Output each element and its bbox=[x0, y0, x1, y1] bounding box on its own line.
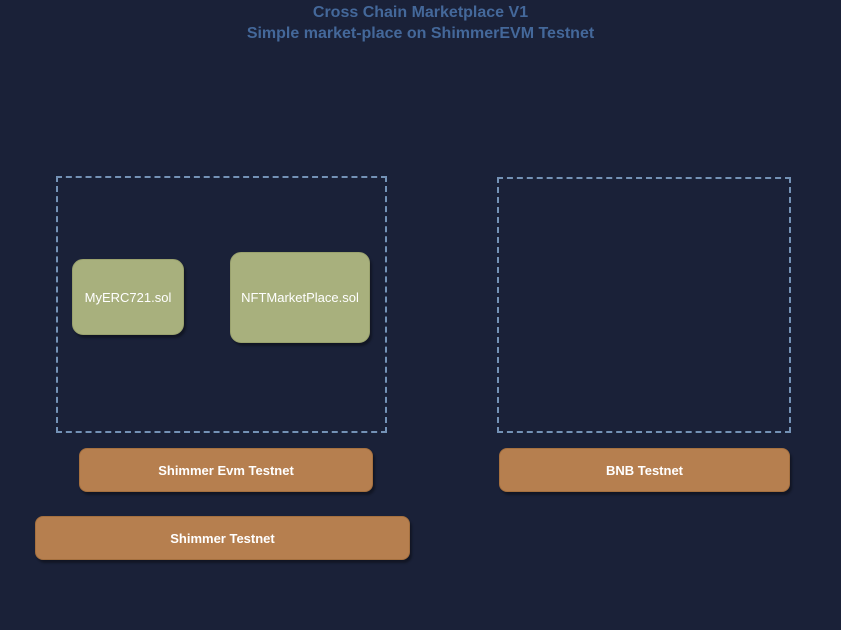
node-label: MyERC721.sol bbox=[84, 289, 172, 305]
node-shimmer-evm-testnet[interactable]: Shimmer Evm Testnet bbox=[79, 448, 373, 492]
node-bnb-testnet[interactable]: BNB Testnet bbox=[499, 448, 790, 492]
node-label: Shimmer Testnet bbox=[170, 530, 275, 546]
group-shimmer-evm-contracts[interactable] bbox=[56, 176, 387, 433]
node-label: BNB Testnet bbox=[605, 462, 684, 478]
node-shimmer-testnet[interactable]: Shimmer Testnet bbox=[35, 516, 410, 560]
node-label: NFTMarketPlace.sol bbox=[241, 290, 359, 305]
node-label: Shimmer Evm Testnet bbox=[158, 462, 294, 478]
title-line-1: Cross Chain Marketplace V1 bbox=[312, 4, 529, 21]
title-line-2: Simple market-place on ShimmerEVM Testne… bbox=[246, 25, 595, 42]
node-myerc721-contract[interactable]: MyERC721.sol bbox=[72, 259, 184, 335]
diagram-title: Cross Chain Marketplace V1 Simple market… bbox=[0, 2, 841, 44]
node-nftmarketplace-contract[interactable]: NFTMarketPlace.sol bbox=[230, 252, 370, 343]
group-bnb-contracts[interactable] bbox=[497, 177, 791, 433]
